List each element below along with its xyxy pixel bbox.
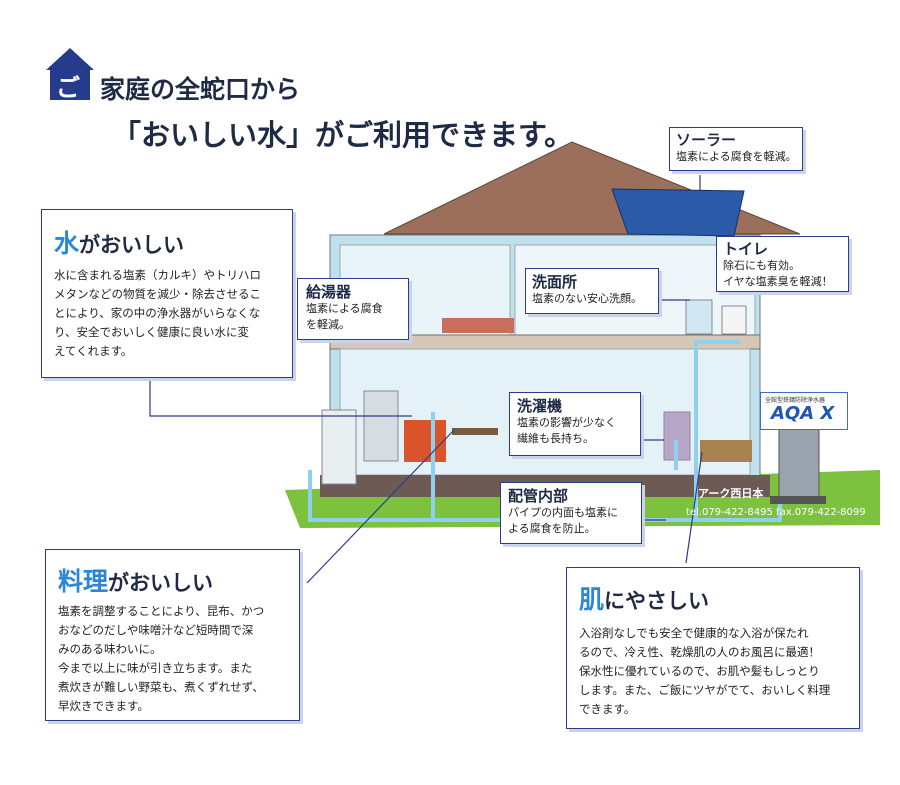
panel-skin: 肌にやさしい 入浴剤なしでも安全で健康的な入浴が保たれ るので、冷え性、乾燥肌の… (566, 567, 860, 729)
washroom-title: 洗面所 (532, 273, 578, 291)
washer-title: 洗濯機 (517, 397, 563, 415)
callout-piping: 配管内部 パイプの内面も塩素に よる腐食を防止。 (500, 482, 642, 544)
skin-rest: にやさしい (604, 588, 710, 613)
callout-washer: 洗濯機 塩素の影響が少なく 繊維も長持ち。 (509, 392, 641, 456)
house-badge: ご (44, 46, 96, 102)
water-line-4: り、安全でおいしく健康に良い水に変 (54, 325, 250, 339)
solar-desc: 塩素による腐食を軽減。 (676, 150, 797, 163)
callout-heater: 給湯器 塩素による腐食 を軽減。 (297, 278, 409, 340)
company-name: アーク西日本 (698, 487, 764, 500)
toilet (721, 305, 747, 335)
water-line-1: 水に含まれる塩素（カルキ）やトリハロ (54, 268, 261, 282)
heater-desc-1: 塩素による腐食 (306, 302, 383, 315)
water-accent: 水 (54, 229, 80, 258)
cooking-rest: がおいしい (108, 570, 214, 595)
skin-line-1: 入浴剤なしでも安全で健康的な入浴が保たれ (579, 626, 809, 640)
water-rest: がおいしい (79, 232, 185, 257)
solar-panel (611, 188, 745, 237)
aqax-card: 全館型鉄錆防除浄水器 AQA X (760, 392, 848, 430)
washer-desc-1: 塩素の影響が少なく (517, 416, 616, 429)
cooking-line-4: 今まで以上に味が引き立ちます。また (58, 661, 253, 675)
callout-solar: ソーラー 塩素による腐食を軽減。 (669, 127, 803, 171)
washbasin (685, 299, 713, 335)
washroom-desc: 塩素のない安心洗顔。 (532, 292, 642, 305)
water-heater (321, 409, 357, 485)
aqax-small-text: 全館型鉄錆防除浄水器 (765, 397, 826, 404)
cooking-accent: 料理 (58, 567, 109, 596)
toilet-desc-1: 除石にも有効。 (723, 259, 800, 272)
cooking-line-3: みのある味わいに。 (58, 642, 162, 656)
skin-heading: 肌にやさしい (579, 580, 859, 616)
washer-desc-2: 繊維も長持ち。 (517, 432, 594, 445)
water-line-3: とにより、家の中の浄水器がいらなくな (54, 306, 261, 320)
cooking-line-6: 早炊きできます。 (58, 699, 149, 713)
piping-desc-2: よる腐食を防止。 (508, 522, 596, 535)
skin-line-4: します。また、ご飯にツヤがでて、おいしく料理 (579, 683, 831, 697)
piping-title: 配管内部 (508, 487, 569, 505)
purifier-tank (778, 419, 820, 499)
purifier-base (770, 496, 826, 504)
aqax-logo: AQA X (771, 403, 835, 424)
water-pipes (308, 340, 782, 522)
toilet-title: トイレ (723, 240, 769, 258)
skin-line-3: 保水性に優れているので、お肌や髪もしっとり (579, 664, 820, 678)
solar-title: ソーラー (676, 131, 737, 149)
badge-char: ご (56, 73, 80, 102)
water-line-2: メタンなどの物質を減少・除去させるこ (54, 287, 261, 301)
bed (442, 318, 514, 333)
skin-line-5: できます。 (579, 702, 636, 716)
cooking-heading: 料理がおいしい (58, 562, 299, 598)
bath (700, 440, 752, 462)
panel-water: 水がおいしい 水に含まれる塩素（カルキ）やトリハロ メタンなどの物質を減少・除去… (41, 209, 293, 378)
cooking-line-1: 塩素を調整することにより、昆布、かつ (58, 604, 265, 618)
kitchen-unit (404, 420, 446, 462)
company-contact: tel.079-422-8495 fax.079-422-8099 (686, 507, 866, 518)
leader-lines (149, 175, 703, 584)
table (452, 428, 498, 435)
house-shape-icon (46, 48, 94, 100)
skin-accent: 肌 (579, 585, 605, 614)
headline-line1: 家庭の全蛇口から (100, 75, 301, 104)
callout-washroom: 洗面所 塩素のない安心洗顔。 (525, 268, 659, 314)
water-line-5: えてくれます。 (54, 344, 133, 358)
heater-desc-2: を軽減。 (306, 318, 350, 331)
toilet-desc-2: イヤな塩素臭を軽減！ (723, 275, 833, 288)
panel-cooking: 料理がおいしい 塩素を調整することにより、昆布、かつ おなどのだしや味噌汁など短… (45, 549, 300, 721)
cooking-line-5: 煮炊きが難しい野菜も、煮くずれせず、 (58, 680, 264, 694)
heater-title: 給湯器 (306, 283, 352, 301)
callout-toilet: トイレ 除石にも有効。 イヤな塩素臭を軽減！ (716, 236, 849, 292)
fridge (363, 390, 399, 462)
skin-line-2: るので、冷え性、乾燥肌の人のお風呂に最適！ (579, 645, 821, 659)
water-heading: 水がおいしい (54, 224, 292, 260)
piping-desc-1: パイプの内面も塩素に (508, 506, 618, 519)
headline-line2: 「おいしい水」がご利用できます。 (112, 118, 574, 152)
cooking-line-2: おなどのだしや味噌汁など短時間で深 (58, 623, 254, 637)
